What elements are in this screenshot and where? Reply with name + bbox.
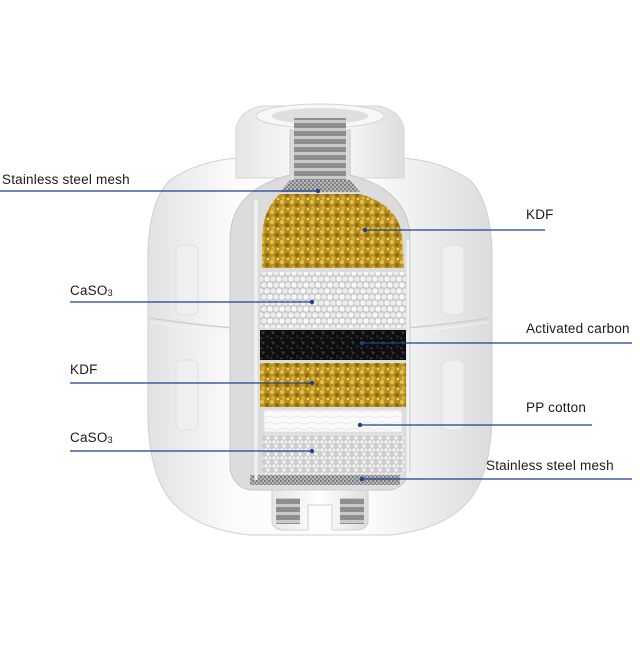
label-kdf-upper: KDF [526,207,554,222]
layer-caso3-lower [262,434,404,474]
leader-lines [0,188,632,482]
label-caso3-lower: CaSO3 [70,430,113,445]
label-stainless-steel-mesh-bottom: Stainless steel mesh [486,458,614,473]
leader-line-pp-cotton-dot [357,422,363,428]
inlet-thread [294,118,346,180]
layer-kdf-lower [260,363,406,407]
leader-line-caso3-upper-dot [309,299,315,305]
layer-pp-cotton [263,409,403,433]
cutaway-section [229,118,411,491]
label-caso3-upper: CaSO3 [70,283,113,298]
bottom-steel-mesh [250,475,400,485]
label-stainless-steel-mesh-top: Stainless steel mesh [2,172,130,187]
label-kdf-lower: KDF [70,362,98,377]
layer-kdf-upper [262,194,404,268]
outlet-nozzle [271,489,369,531]
top-steel-mesh [280,180,360,192]
label-activated-carbon: Activated carbon [526,321,630,336]
leader-line-caso3-lower-dot [309,448,315,454]
layer-caso3-upper [260,272,406,328]
leader-line-stainless-steel-mesh-top-dot [315,188,321,194]
leader-line-kdf-upper-dot [362,227,368,233]
layer-activated-carbon [260,330,406,360]
label-pp-cotton: PP cotton [526,400,587,415]
leader-line-stainless-steel-mesh-bottom-dot [359,476,365,482]
leader-line-activated-carbon-dot [359,340,365,346]
leader-line-kdf-lower-dot [309,380,315,386]
